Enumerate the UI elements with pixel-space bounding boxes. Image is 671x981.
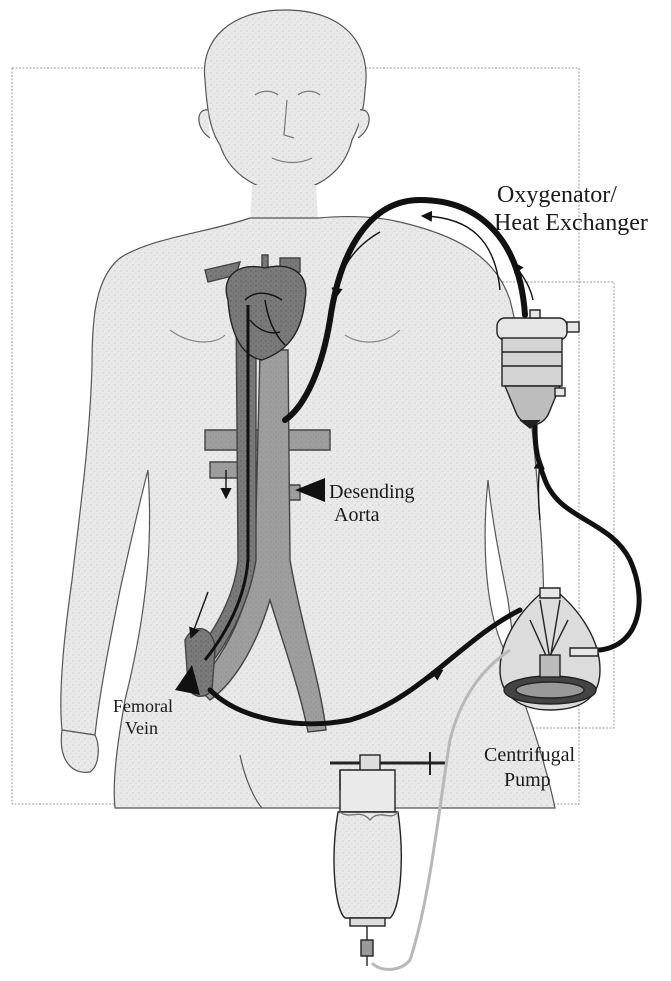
pump-label-line2: Pump bbox=[504, 770, 551, 790]
femoral-label-line2: Vein bbox=[125, 719, 158, 737]
pump-label-line1: Centrifugal bbox=[484, 745, 575, 765]
femoral-label-line1: Femoral bbox=[113, 697, 173, 715]
aorta-label-line1: Desending bbox=[329, 482, 415, 502]
pump-flow-arrow bbox=[539, 462, 541, 520]
aorta-label-line2: Aorta bbox=[334, 505, 380, 525]
oxygenator-label-line1: Oxygenator/ bbox=[497, 183, 617, 207]
oxygenator-label-line2: Heat Exchanger bbox=[494, 211, 648, 235]
